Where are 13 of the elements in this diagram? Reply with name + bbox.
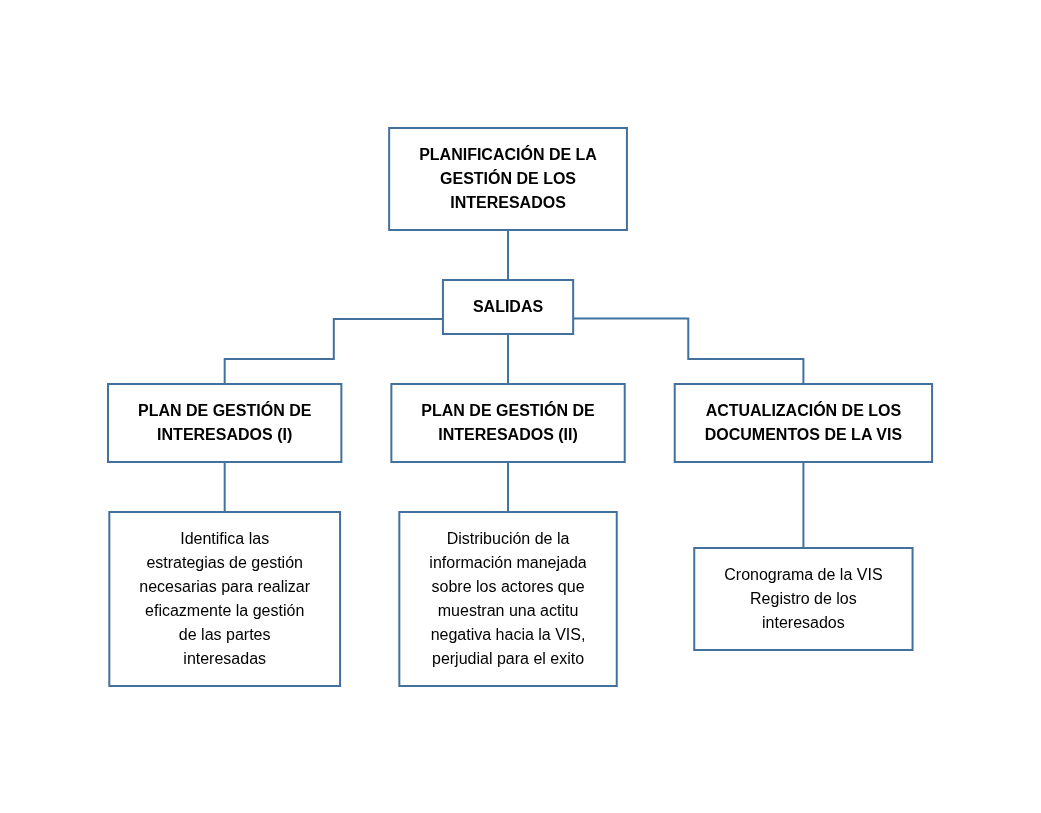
connector [507,228,510,281]
node-box: ACTUALIZACIÓN DE LOS DOCUMENTOS DE LA VIS [674,382,934,463]
connector [224,460,227,513]
connector [507,460,510,513]
connector [802,460,805,549]
connector [507,332,510,385]
node-box: SALIDAS [442,278,575,335]
node-box: PLAN DE GESTIÓN DE INTERESADOS (II) [390,382,627,463]
node-box: Cronograma de la VIS Registro de los interesados [693,546,914,651]
node-box: Distribución de la información manejada sobre los actores que muestran una actitu negativa hacia la VIS, perjudial para el exito [398,510,619,687]
node-box: Identifica las estrategias de gestión necesarias para realizar eficazmente la gestión de las partes interesadas [108,510,342,687]
node-box: PLAN DE GESTIÓN DE INTERESADOS (I) [107,382,343,463]
node-box: PLANIFICACIÓN DE LA GESTIÓN DE LOS INTERESADOS [388,126,629,231]
